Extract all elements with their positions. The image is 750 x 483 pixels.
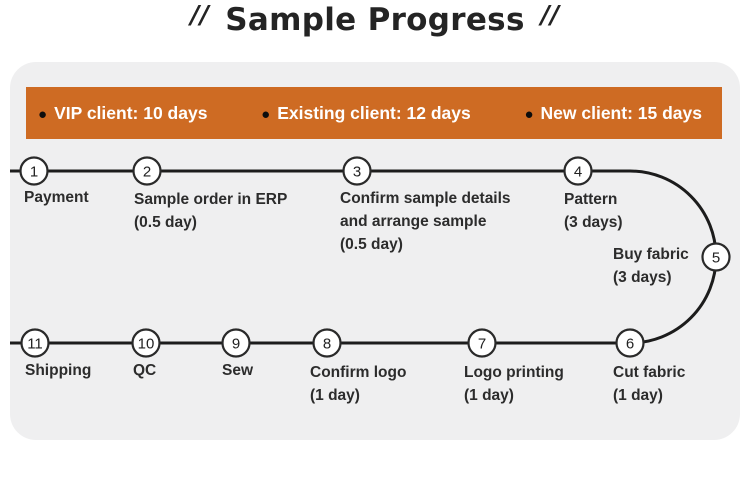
banner-item-existing: ● Existing client: 12 days (261, 103, 471, 124)
step-node-5: 5 (701, 242, 731, 272)
step-number: 3 (353, 164, 361, 181)
step-name: Logo printing (464, 364, 564, 381)
step-circle (312, 328, 342, 358)
step-node-8: 8 (312, 328, 342, 358)
step-circle (563, 156, 593, 186)
step-circle (132, 156, 162, 186)
step-node-9: 9 (221, 328, 251, 358)
step-label-shipping: Shipping (25, 359, 91, 382)
step-circle (19, 156, 49, 186)
step-number: 2 (143, 164, 151, 181)
step-circle (20, 328, 50, 358)
step-circle (467, 328, 497, 358)
step-days: (1 day) (310, 387, 360, 404)
step-label-logo-printing: Logo printing (1 day) (464, 361, 564, 407)
step-name: Pattern (564, 191, 618, 208)
step-label-payment: Payment (24, 186, 89, 209)
step-circle (342, 156, 372, 186)
step-circle (615, 328, 645, 358)
step-circle (701, 242, 731, 272)
step-days: (0.5 day) (134, 214, 197, 231)
step-number: 10 (138, 336, 155, 353)
close-quote-icon: // (540, 0, 560, 29)
bullet-icon: ● (524, 105, 534, 123)
lead-time-banner: ● VIP client: 10 days ● Existing client:… (26, 87, 722, 139)
step-number: 9 (232, 336, 240, 353)
step-number: 7 (478, 336, 486, 353)
bullet-icon: ● (261, 105, 271, 123)
step-name: Buy fabric (613, 246, 689, 263)
step-number: 4 (574, 164, 582, 181)
banner-item-label: New client: 15 days (540, 102, 702, 123)
step-node-11: 11 (20, 328, 50, 358)
banner-item-label: VIP client: 10 days (54, 102, 208, 123)
step-node-6: 6 (615, 328, 645, 358)
step-node-1: 1 (19, 156, 49, 186)
step-name: Payment (24, 189, 89, 206)
step-days: (3 days) (613, 269, 672, 286)
step-number: 6 (626, 336, 634, 353)
step-label-buy-fabric: Buy fabric (3 days) (613, 243, 689, 289)
step-days: (1 day) (613, 387, 663, 404)
step-node-4: 4 (563, 156, 593, 186)
step-days: (0.5 day) (340, 236, 403, 253)
banner-item-vip: ● VIP client: 10 days (38, 103, 207, 124)
step-circle (221, 328, 251, 358)
step-name: Confirm sample details and arrange sampl… (340, 190, 511, 230)
banner-item-label: Existing client: 12 days (277, 102, 471, 123)
step-label-confirm-details: Confirm sample details and arrange sampl… (340, 187, 532, 256)
step-days: (3 days) (564, 214, 623, 231)
step-label-qc: QC (133, 359, 156, 382)
step-name: Shipping (25, 362, 92, 379)
step-label-sample-order: Sample order in ERP (0.5 day) (134, 188, 287, 234)
step-days: (1 day) (464, 387, 514, 404)
step-name: Sew (222, 362, 254, 379)
step-name: Confirm logo (310, 364, 407, 381)
step-node-2: 2 (132, 156, 162, 186)
step-node-3: 3 (342, 156, 372, 186)
step-number: 5 (712, 250, 720, 267)
page-title: // Sample Progress // (0, 0, 750, 38)
step-node-7: 7 (467, 328, 497, 358)
step-label-cut-fabric: Cut fabric (1 day) (613, 361, 685, 407)
step-number: 1 (30, 164, 38, 181)
step-name: QC (133, 362, 157, 379)
step-label-confirm-logo: Confirm logo (1 day) (310, 361, 406, 407)
open-quote-icon: // (190, 0, 210, 29)
step-node-10: 10 (131, 328, 161, 358)
step-circle (131, 328, 161, 358)
step-number: 11 (27, 336, 43, 353)
bullet-icon: ● (38, 105, 48, 123)
banner-item-new: ● New client: 15 days (524, 103, 702, 124)
step-number: 8 (323, 336, 331, 353)
step-label-sew: Sew (222, 359, 253, 382)
page-title-text: Sample Progress (225, 2, 525, 38)
step-name: Sample order in ERP (134, 191, 288, 208)
step-name: Cut fabric (613, 364, 686, 381)
step-label-pattern: Pattern (3 days) (564, 188, 623, 234)
